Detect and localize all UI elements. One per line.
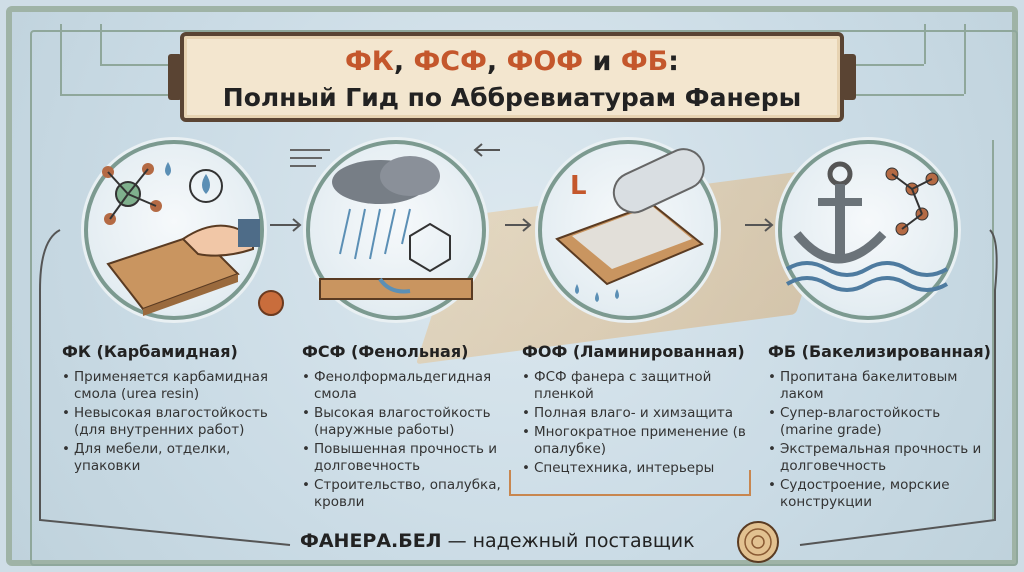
list-item: ФСФ фанера с защитной пленкой — [522, 369, 752, 403]
feature-list: Применяется карбамидная смола (urea resi… — [62, 369, 282, 475]
list-item: Полная влаго- и химзащита — [522, 405, 752, 422]
column-heading: ФК (Карбамидная) — [62, 342, 238, 361]
rain-cloud-phenol-icon — [319, 156, 473, 300]
column-heading: ФБ (Бакелизированная) — [768, 342, 991, 361]
title-separator: , — [393, 46, 414, 77]
list-item: Для мебели, отделки, упаковки — [62, 441, 282, 475]
title-banner: ФК, ФСФ, ФОФ и ФБ: Полный Гид по Аббреви… — [180, 32, 844, 122]
column-heading: ФСФ (Фенольная) — [302, 342, 469, 361]
circuit-line — [100, 24, 102, 64]
fk-illustration — [84, 140, 264, 320]
list-item: Применяется карбамидная смола (urea resi… — [62, 369, 282, 403]
title-separator: , — [486, 46, 507, 77]
title-line: ФК, ФСФ, ФОФ и ФБ: — [184, 46, 840, 77]
page-subtitle: Полный Гид по Аббревиатурам Фанеры — [222, 83, 802, 112]
title-colon: : — [668, 46, 679, 77]
feature-list: ФСФ фанера с защитной пленкой Полная вла… — [522, 369, 752, 477]
banner-cap-right — [842, 54, 856, 100]
list-item: Строительство, опалубка, кровли — [302, 477, 512, 511]
column-fsf: ФСФ (Фенольная) Фенолформальдегидная смо… — [302, 342, 512, 513]
fof-illustration: L — [538, 140, 718, 320]
circuit-line — [992, 140, 994, 520]
list-item: Невысокая влагостойкость (для внутренних… — [62, 405, 282, 439]
column-heading: ФОФ (Ламинированная) — [522, 342, 745, 361]
connector-dot — [258, 290, 284, 316]
circuit-line — [30, 140, 32, 520]
footer-tagline: ФАНЕРА.БЕЛ — надежный поставщик — [300, 530, 695, 552]
circuit-line — [924, 24, 926, 64]
abbr-fk: ФК — [345, 46, 394, 77]
list-item: Экстремальная прочность и долговечность — [768, 441, 988, 475]
tagline-text: — надежный поставщик — [441, 530, 695, 552]
wood-log-icon — [737, 521, 779, 563]
fb-illustration — [778, 140, 958, 320]
list-item: Фенолформальдегидная смола — [302, 369, 512, 403]
abbr-fsf: ФСФ — [413, 46, 487, 77]
anchor-waves-icon — [785, 161, 949, 292]
list-item: Многократное применение (в опалубке) — [522, 424, 752, 458]
list-item: Супер-влагостойкость (marine grade) — [768, 405, 988, 439]
laminate-letter: L — [570, 171, 587, 201]
list-item: Спецтехника, интерьеры — [522, 460, 752, 477]
circuit-line — [854, 64, 924, 66]
abbr-fb: ФБ — [620, 46, 669, 77]
circuit-line — [60, 24, 62, 94]
list-item: Судостроение, морские конструкции — [768, 477, 988, 511]
circuit-line — [100, 64, 170, 66]
abbr-fof: ФОФ — [506, 46, 584, 77]
feature-list: Фенолформальдегидная смола Высокая влаго… — [302, 369, 512, 511]
feature-list: Пропитана бакелитовым лаком Супер-влагос… — [768, 369, 988, 511]
banner-cap-left — [168, 54, 182, 100]
brand-name: ФАНЕРА.БЕЛ — [300, 530, 442, 552]
list-item: Повышенная прочность и долговечность — [302, 441, 512, 475]
list-item: Высокая влагостойкость (наружные работы) — [302, 405, 512, 439]
column-fb: ФБ (Бакелизированная) Пропитана бакелито… — [768, 342, 991, 513]
column-fk: ФК (Карбамидная) Применяется карбамидная… — [62, 342, 282, 477]
laminated-film-roll-icon: L — [555, 148, 705, 302]
circuit-line — [60, 94, 170, 96]
fsf-illustration — [306, 140, 486, 320]
molecule-water-hand-plywood-icon — [102, 162, 260, 316]
list-item: Пропитана бакелитовым лаком — [768, 369, 988, 403]
stripe-decoration — [290, 149, 330, 167]
circuit-line — [964, 24, 966, 94]
circuit-line — [854, 94, 964, 96]
title-and: и — [583, 46, 621, 77]
column-fof: ФОФ (Ламинированная) ФСФ фанера с защитн… — [522, 342, 752, 479]
